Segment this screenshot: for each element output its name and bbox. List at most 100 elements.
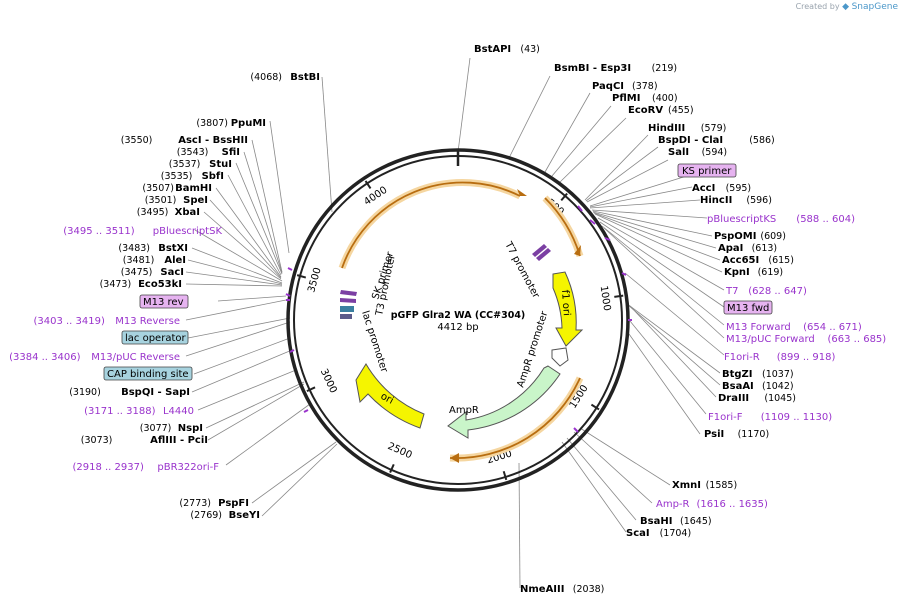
site-left: XbaI(3495)	[137, 207, 200, 218]
site-position: (3475)	[121, 267, 153, 278]
site-left: StuI(3537)	[169, 159, 232, 170]
site-name: BamHI	[175, 183, 212, 194]
site-right: Acc65I(615)	[722, 255, 794, 266]
m13-rev-label: M13 rev	[143, 297, 184, 308]
primer-name: Amp-R	[656, 499, 690, 510]
site-position: (613)	[752, 243, 778, 254]
site-left: Eco53kI(3473)	[100, 279, 182, 290]
site-right: BsaAI(1042)	[722, 381, 794, 392]
site-name: XbaI	[175, 207, 200, 218]
site-position: (400)	[652, 93, 678, 104]
primer-range: (3384 .. 3406)	[9, 352, 81, 363]
primer-range: (899 .. 918)	[777, 352, 836, 363]
site-position: (3501)	[145, 195, 177, 206]
site-name: DraIII	[718, 393, 749, 404]
site-name: NspI	[178, 423, 203, 434]
site-right: BtgZI(1037)	[722, 369, 794, 380]
site-position: (3535)	[161, 171, 193, 182]
site-name: KpnI	[724, 267, 750, 278]
lac-operator-label: lac operator	[125, 333, 186, 344]
primer-name: F1ori-F	[708, 412, 743, 423]
tick-mark	[364, 180, 372, 189]
site-position: (3481)	[123, 255, 155, 266]
site-right: PflMI(400)	[612, 93, 678, 104]
site-right: KpnI (619)	[724, 267, 783, 278]
site-left: SbfI(3535)	[161, 171, 224, 182]
site-position: (3473)	[100, 279, 132, 290]
site-right: PaqCI(378)	[592, 81, 658, 92]
site-position: (2773)	[179, 498, 211, 509]
site-left: SacI (3475)	[121, 267, 184, 278]
primer-name: T7	[725, 286, 738, 297]
leader-lines	[185, 57, 725, 589]
site-right: XmnI(1585)	[672, 480, 737, 491]
site-position: (3483)	[118, 243, 150, 254]
m13-fwd-box	[723, 300, 773, 315]
ori-label: ori	[379, 391, 396, 407]
site-labels: BstAPI(43)BsmBI - Esp3I(219)PaqCI(378)Pf…	[9, 44, 886, 595]
site-left: AscI - BssHII(3550)	[121, 135, 248, 146]
site-name: BspDI - ClaI	[658, 135, 723, 146]
site-name: BsaAI	[722, 381, 754, 392]
primer-name: M13 Reverse	[115, 316, 180, 327]
site-right: PsiI(1170)	[704, 429, 769, 440]
primer-right: M13/pUC Forward (663 .. 685)	[726, 334, 886, 345]
primer-name: M13 Forward	[726, 322, 791, 333]
primer-left: M13 Reverse (3403 .. 3419)	[33, 316, 180, 327]
site-name: BsmBI - Esp3I	[554, 63, 631, 74]
site-right: BspDI - ClaI(586)	[658, 135, 775, 146]
site-right: HincII(596)	[700, 195, 772, 206]
site-position: (3537)	[169, 159, 201, 170]
site-left: BseYI(2769)	[190, 510, 260, 521]
f1-ori-feature	[552, 271, 584, 347]
primer-range: (3403 .. 3419)	[33, 316, 105, 327]
ks-primer-label: KS primer	[682, 166, 732, 177]
site-right: AccI(595)	[692, 183, 751, 194]
primer-name: M13/pUC Reverse	[91, 352, 180, 363]
primer-range: (654 .. 671)	[803, 322, 862, 333]
cap-site-box	[103, 366, 193, 381]
primer-name: M13/pUC Forward	[726, 334, 815, 345]
site-right: NmeAIII(2038)	[520, 584, 604, 595]
site-position: (619)	[758, 267, 784, 278]
site-name: BstBI	[290, 72, 320, 83]
site-position: (596)	[746, 195, 772, 206]
site-name: BstAPI	[474, 44, 511, 55]
ampr-label: AmpR	[449, 405, 479, 416]
primer-name: pBluescriptSK	[153, 226, 223, 237]
site-position: (3073)	[81, 435, 113, 446]
primer-right: F1ori-F(1109 .. 1130)	[708, 412, 832, 423]
ampr-feature	[447, 365, 561, 439]
site-name: Acc65I	[722, 255, 759, 266]
site-position: (3190)	[69, 387, 101, 398]
credit-brand: SnapGene	[851, 2, 898, 12]
primer-range: (3171 .. 3188)	[84, 406, 156, 417]
site-right: ApaI(613)	[718, 243, 777, 254]
site-name: SacI	[160, 267, 184, 278]
site-name: BstXI	[158, 243, 188, 254]
site-position: (1645)	[680, 516, 712, 527]
lac-promoter-label: lac promoter	[359, 310, 390, 375]
site-position: (378)	[632, 81, 658, 92]
primer-name: pBluescriptKS	[707, 214, 776, 225]
ks-primer-box	[677, 163, 737, 178]
purple-small-features	[340, 244, 551, 319]
primer-left: L4440 (3171 .. 3188)	[84, 406, 194, 417]
site-position: (594)	[702, 147, 728, 158]
primer-name: L4440	[163, 406, 194, 417]
tick-label: 3500	[306, 266, 323, 293]
site-right: BsmBI - Esp3I(219)	[554, 63, 677, 74]
primer-range: (663 .. 685)	[828, 334, 887, 345]
site-name: SfiI	[222, 147, 240, 158]
site-name: BsaHI	[640, 516, 672, 527]
site-left: NspI(3077)	[140, 423, 203, 434]
primer-range: (3495 .. 3511)	[63, 226, 135, 237]
site-name: XmnI	[672, 480, 701, 491]
primer-right: M13 Forward (654 .. 671)	[726, 322, 862, 333]
site-position: (595)	[726, 183, 752, 194]
primer-right: T7(628 .. 647)	[725, 286, 807, 297]
site-name: AleI	[164, 255, 186, 266]
site-left: AflIII - PciI(3073)	[81, 435, 208, 446]
m13-fwd-label: M13 fwd	[727, 303, 769, 314]
